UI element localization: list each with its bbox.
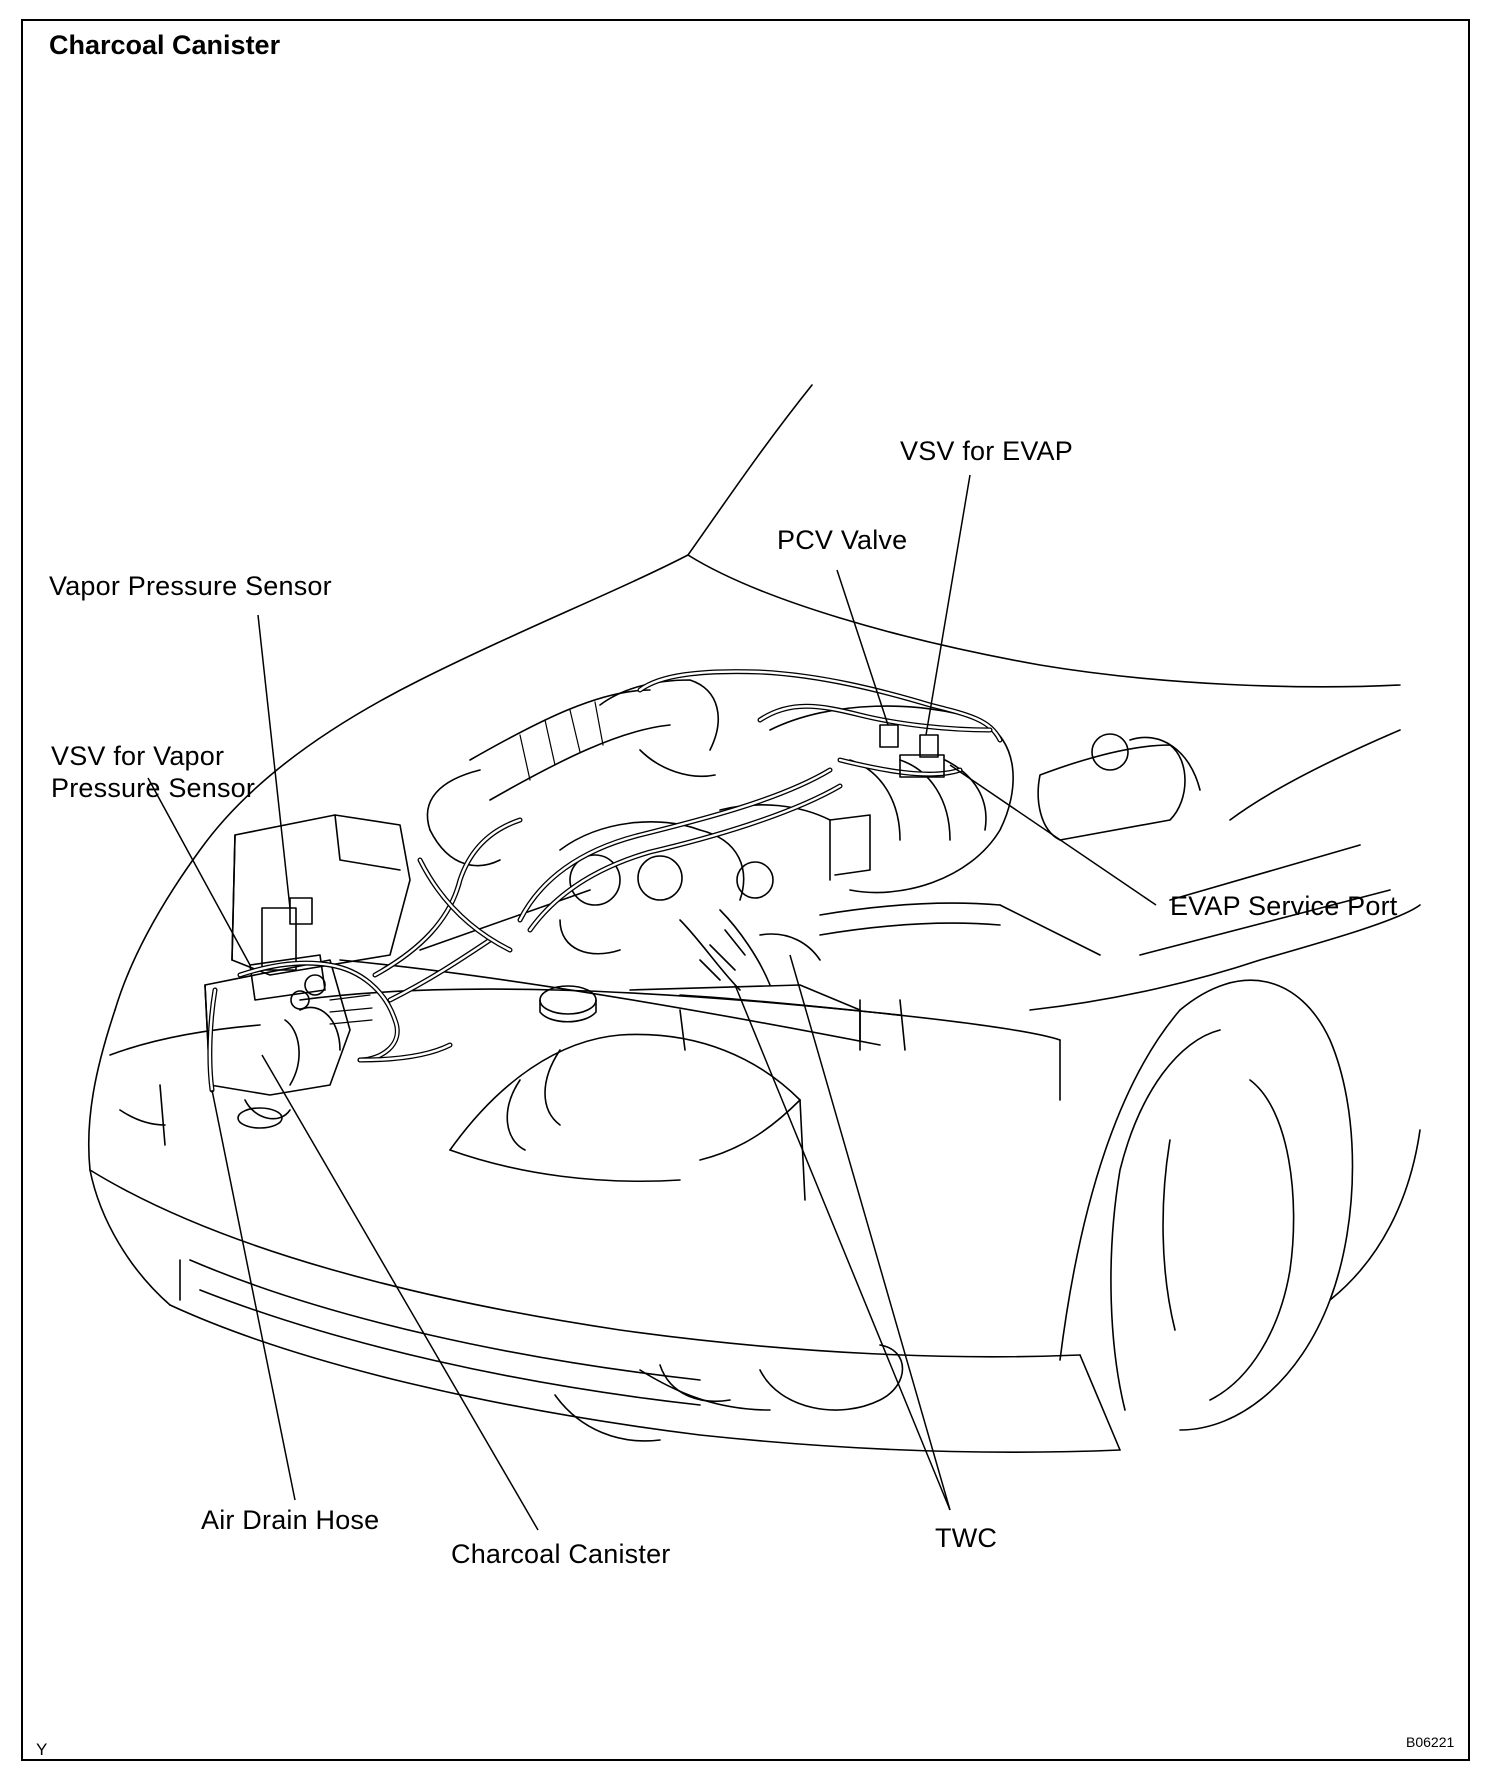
corner-code-right: B06221	[1406, 1734, 1455, 1750]
label-vsv-for-evap: VSV for EVAP	[900, 436, 1073, 466]
figure-frame	[21, 19, 1470, 1761]
leader-twc-2	[789, 954, 951, 1511]
leader-pcv-valve	[836, 569, 889, 726]
label-vsv-for-vapor-line2: Pressure Sensor	[51, 773, 256, 803]
leader-vsv-evap	[925, 474, 971, 736]
leader-evap-service-port	[949, 764, 1157, 906]
label-pcv-valve: PCV Valve	[777, 525, 908, 555]
engine-bay	[231, 669, 1391, 1051]
label-air-drain-hose: Air Drain Hose	[201, 1505, 380, 1535]
car-body-outline	[87, 384, 1421, 1453]
leader-charcoal-canister	[261, 1054, 539, 1531]
corner-code-left: Y	[36, 1740, 48, 1759]
leader-air-drain-hose	[211, 1089, 296, 1501]
charcoal-canister-shape	[204, 897, 453, 1129]
label-twc: TWC	[935, 1523, 998, 1553]
leader-lines	[147, 474, 1157, 1531]
label-evap-service-port: EVAP Service Port	[1170, 891, 1398, 921]
label-vapor-pressure-sensor: Vapor Pressure Sensor	[49, 571, 332, 601]
page-title: Charcoal Canister	[49, 30, 281, 60]
leader-vsv-vapor-pressure-sensor	[147, 777, 251, 966]
leader-twc-1	[734, 984, 951, 1511]
label-charcoal-canister: Charcoal Canister	[451, 1539, 671, 1569]
label-vsv-for-vapor-line1: VSV for Vapor	[51, 741, 225, 771]
leader-vapor-pressure-sensor	[257, 614, 291, 909]
